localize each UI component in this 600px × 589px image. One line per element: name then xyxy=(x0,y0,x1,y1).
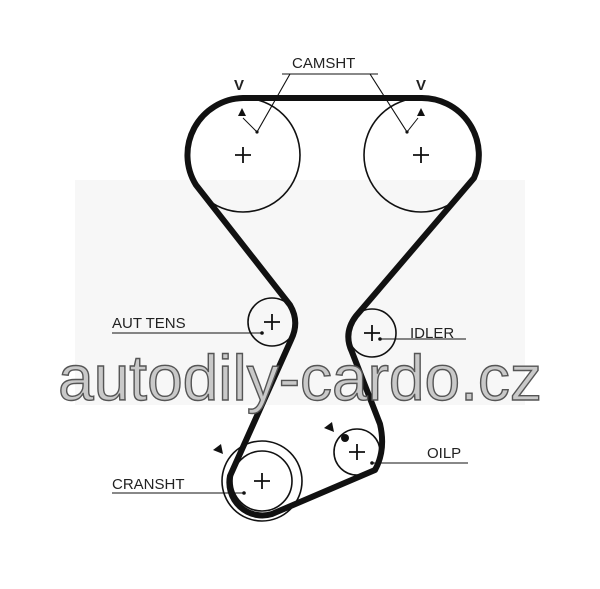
triangle-marker-icon xyxy=(238,108,246,116)
triangle-marker-icon xyxy=(417,108,425,116)
svg-text:V: V xyxy=(416,77,426,94)
svg-text:V: V xyxy=(234,77,244,94)
idler-label: IDLER xyxy=(410,325,454,342)
leader-lines xyxy=(112,73,468,494)
crank-timing-mark xyxy=(213,444,223,454)
background-panel xyxy=(75,180,525,405)
oil-pump-label: OILP xyxy=(427,445,461,462)
watermark: autodily-cardo.cz xyxy=(58,342,542,414)
oilpump-timing-mark xyxy=(324,422,349,442)
triangle-marker-icon xyxy=(213,444,223,454)
auto-tensioner-label: AUT TENS xyxy=(112,315,186,332)
crankshaft-outer-ring xyxy=(221,440,303,522)
triangle-marker-icon xyxy=(324,422,334,432)
crankshaft-label: CRANSHT xyxy=(112,476,185,493)
camshaft-label: CAMSHT xyxy=(292,55,355,72)
timing-belt xyxy=(184,94,482,519)
timing-mark-right: V xyxy=(405,77,426,134)
timing-mark-left: V xyxy=(234,77,259,134)
pulley-center-marks xyxy=(235,147,429,489)
